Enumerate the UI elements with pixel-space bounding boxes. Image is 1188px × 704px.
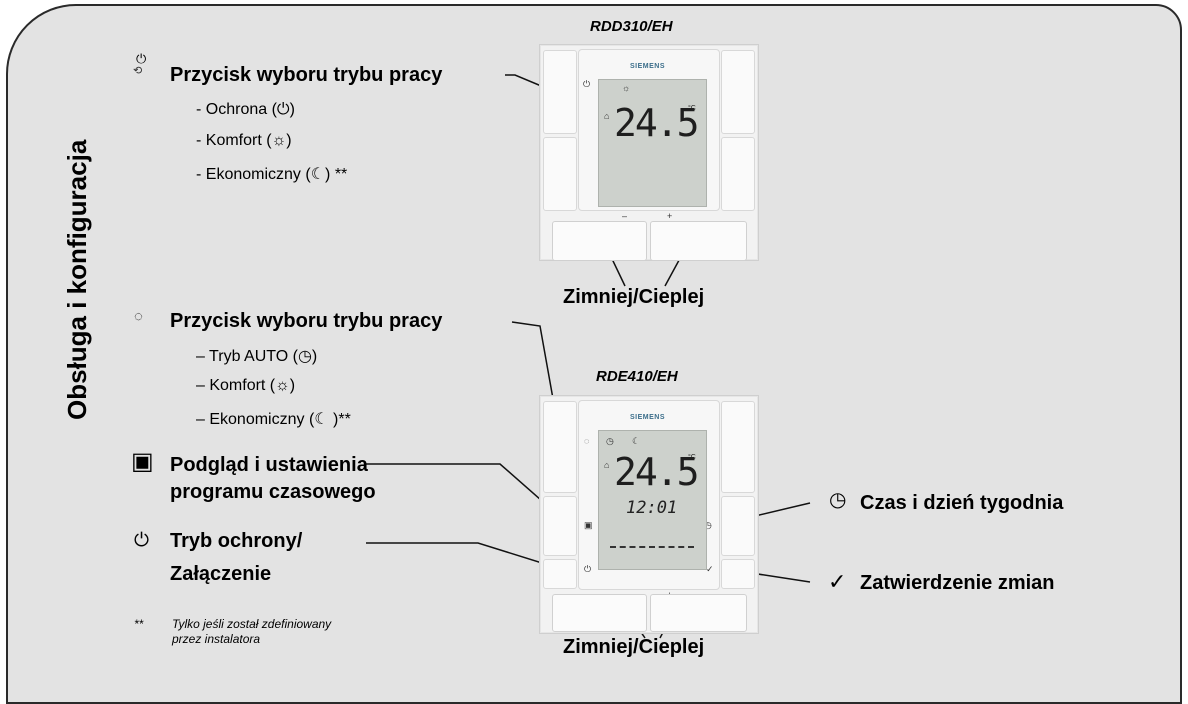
footnote-line2: przez instalatora (172, 632, 261, 646)
auto-icon: ◷ (606, 436, 614, 446)
brand-logo: SIEMENS (630, 414, 666, 421)
right-upper-button[interactable] (721, 401, 755, 493)
sun-icon: ☼ (622, 83, 631, 93)
power-icon: ⏻ (584, 564, 592, 574)
bottom-mode-item: – Ekonomiczny (☾ )** (196, 411, 351, 428)
schedule-icon: ▣ (584, 520, 593, 530)
thermostat-rde410: SIEMENS ◌ ▣ ⏻ ◷ ✓ ◷ ☾ ⌂ 24.5 °C 12:01 – … (539, 395, 759, 634)
temperature-readout: 24.5 (614, 101, 700, 145)
clock-readout: 12:01 (626, 498, 678, 518)
right-upper-button[interactable] (721, 50, 755, 134)
clock-icon: ◷ (829, 489, 847, 511)
top-mode-item: - Ekonomiczny (☾) ** (196, 166, 348, 183)
bottom-colder-warmer-label: Zimniej/Cieplej (563, 636, 705, 658)
power-icon: ⏻ (583, 79, 591, 89)
standby-label-line1: Tryb ochrony/ (170, 530, 303, 552)
top-colder-warmer-label: Zimniej/Cieplej (563, 286, 705, 308)
schedule-side-button[interactable] (543, 496, 577, 556)
thermostat-rdd310: SIEMENS ⏻ ☼ ⌂ 24.5 °C – + (539, 44, 759, 261)
moon-icon: ☾ (632, 436, 641, 446)
brand-logo: SIEMENS (630, 63, 666, 70)
confirm-side-button[interactable] (721, 559, 755, 589)
bottom-mode-item: – Tryb AUTO (◷) (196, 348, 318, 365)
schedule-label-line2: programu czasowego (170, 481, 376, 503)
right-lower-button[interactable] (721, 137, 755, 211)
home-icon: ⌂ (604, 460, 610, 470)
minus-button[interactable] (552, 221, 647, 261)
footnote-line1: Tylko jeśli został zdefiniowany (172, 617, 332, 631)
bottom-mode-item: – Komfort (☼) (196, 377, 296, 394)
day-bar (610, 546, 694, 548)
footnote-mark: ** (134, 617, 144, 631)
bottom-model-name: RDE410/EH (596, 368, 678, 385)
confirm-label: Zatwierdzenie zmian (860, 572, 1055, 594)
temperature-readout: 24.5 (614, 450, 700, 494)
plus-label: + (667, 211, 673, 221)
plus-button[interactable] (650, 594, 747, 632)
schedule-label-line1: Podgląd i ustawienia (170, 454, 368, 476)
mode-power-icon: ⏻ (136, 51, 147, 66)
top-mode-item: - Ochrona (⏻) (196, 101, 295, 118)
mode-side-button[interactable] (543, 401, 577, 493)
power-icon: ⏻ (134, 530, 150, 551)
top-mode-button-label: Przycisk wyboru trybu pracy (170, 64, 443, 86)
minus-button[interactable] (552, 594, 647, 632)
check-icon: ✓ (706, 564, 714, 574)
plus-button[interactable] (650, 221, 747, 261)
mode-select-icon: ◌ (134, 308, 143, 325)
home-icon: ⌂ (604, 111, 610, 121)
bottom-mode-button-label: Przycisk wyboru trybu pracy (170, 310, 443, 332)
left-upper-button[interactable] (543, 50, 577, 134)
mode-cycle-icon: ⟲ (133, 65, 143, 77)
minus-label: – (622, 211, 628, 221)
top-mode-item: - Komfort (☼) (196, 132, 292, 149)
temperature-unit: °C (688, 454, 696, 461)
mode-icon: ◌ (584, 436, 590, 446)
check-icon: ✓ (828, 569, 847, 594)
standby-side-button[interactable] (543, 559, 577, 589)
lcd-display (598, 79, 707, 207)
schedule-icon: ▣ (131, 448, 154, 475)
temperature-unit: °C (688, 105, 696, 112)
clock-icon: ◷ (704, 520, 712, 530)
time-side-button[interactable] (721, 496, 755, 556)
top-model-name: RDD310/EH (590, 18, 673, 35)
left-lower-button[interactable] (543, 137, 577, 211)
time-label: Czas i dzień tygodnia (860, 492, 1064, 514)
vertical-title: Obsługa i konfiguracja (62, 139, 92, 420)
standby-label-line2: Załączenie (170, 563, 272, 585)
